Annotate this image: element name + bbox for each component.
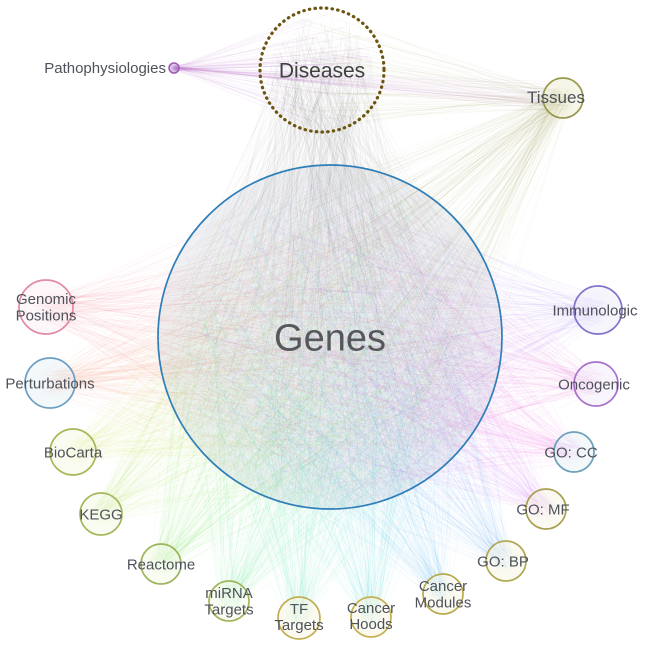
node-biocarta[interactable] <box>49 428 97 476</box>
bundle-cancer_modules-to-genes <box>167 173 494 605</box>
label-immunologic: Immunologic <box>552 302 638 319</box>
node-kegg[interactable] <box>79 492 123 536</box>
node-genomic_positions[interactable] <box>18 279 74 335</box>
bundle-kegg-to-genes <box>89 186 491 525</box>
bundle-reactome-to-genes <box>150 174 491 575</box>
label-oncogenic: Oncogenic <box>558 376 630 393</box>
node-genes[interactable] <box>157 164 503 510</box>
node-tf_targets[interactable] <box>277 596 321 640</box>
node-cancer_modules[interactable] <box>422 573 464 615</box>
node-pathophysiologies[interactable] <box>168 62 180 74</box>
bundle-tissues-to-genes <box>170 86 576 498</box>
label-perturbations: Perturbations <box>5 375 94 392</box>
label-tissues: Tissues <box>527 88 585 107</box>
label-reactome: Reactome <box>127 556 195 573</box>
bundle-mirna_targets-to-genes <box>169 182 483 612</box>
bundle-oncogenic-to-genes <box>178 183 607 502</box>
bundle-perturbations-to-genes <box>36 178 491 494</box>
label-go_bp: GO: BP <box>477 553 529 570</box>
edge-bundles <box>31 13 611 629</box>
bundle-cancer_hoods-to-genes <box>170 174 483 628</box>
node-cancer_hoods[interactable] <box>350 596 392 638</box>
bundle-go_bp-to-genes <box>186 182 517 572</box>
bundle-tf_targets-to-genes <box>174 180 485 629</box>
bundle-go_cc-to-genes <box>171 186 585 502</box>
node-go_mf[interactable] <box>525 488 567 530</box>
node-go_cc[interactable] <box>553 431 595 473</box>
bundle-immunologic-to-genes <box>167 176 611 500</box>
label-kegg: KEGG <box>79 506 122 523</box>
node-oncogenic[interactable] <box>573 361 619 407</box>
bundle-tissues-to-diseases <box>269 13 575 130</box>
bundle-go_mf-to-genes <box>173 182 557 520</box>
bundle-genomic_positions-to-genes <box>31 174 471 489</box>
bundle-pathophysiologies-to-tissues <box>171 65 581 112</box>
node-mirna_targets[interactable] <box>208 580 250 622</box>
label-diseases: Diseases <box>279 59 365 82</box>
node-go_bp[interactable] <box>485 540 527 582</box>
node-labels: Genes Diseases PathophysiologiesTissuesGen… <box>5 59 638 634</box>
node-tissues[interactable] <box>542 77 584 119</box>
label-go_cc: GO: CC <box>544 444 598 461</box>
label-biocarta: BioCarta <box>44 444 103 461</box>
label-genes: Genes <box>274 317 386 359</box>
bundle-pathophysiologies-to-diseases <box>171 13 376 127</box>
node-immunologic[interactable] <box>573 285 623 335</box>
genes-area-fill <box>158 165 502 509</box>
node-reactome[interactable] <box>140 543 182 585</box>
label-go_mf: GO: MF <box>516 501 569 518</box>
bundle-biocarta-to-genes <box>60 174 487 494</box>
label-pathophysiologies: Pathophysiologies <box>44 60 166 77</box>
node-perturbations[interactable] <box>24 357 76 409</box>
node-circles <box>18 6 623 640</box>
node-diseases[interactable] <box>258 6 386 134</box>
bundle-diseases-to-genes <box>169 17 493 500</box>
